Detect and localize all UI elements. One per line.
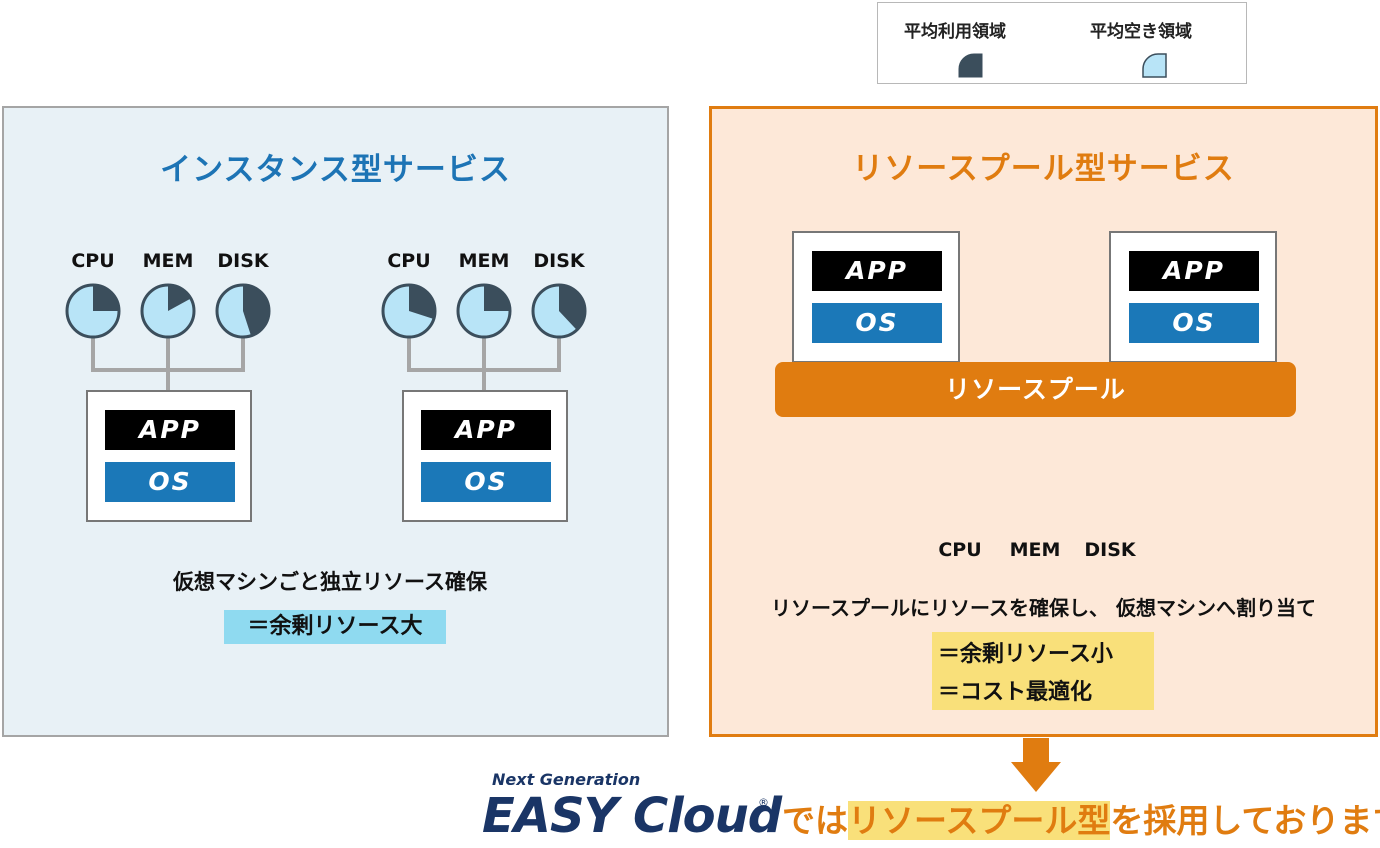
disk-usage-gauge bbox=[531, 283, 587, 339]
mem-usage-gauge bbox=[456, 283, 512, 339]
os-layer: OS bbox=[421, 462, 551, 502]
vm-box: APP OS bbox=[1109, 231, 1277, 363]
pool-result-box: ＝余剰リソース小 ＝コスト最適化 bbox=[932, 632, 1154, 710]
footer-message: ではリソースプール型を採用しております bbox=[782, 794, 1380, 842]
logo-next-generation: Next Generation bbox=[492, 770, 641, 789]
pool-result-1: ＝余剰リソース小 bbox=[938, 642, 1113, 667]
logo-registered-mark: ® bbox=[758, 796, 769, 809]
resource-label: CPU bbox=[71, 250, 115, 272]
resource-label: CPU bbox=[387, 250, 431, 272]
legend-used-label: 平均利用領域 bbox=[904, 22, 1006, 42]
instance-caption: 仮想マシンごと独立リソース確保 bbox=[173, 570, 487, 594]
resource-label: CPU bbox=[938, 539, 982, 561]
resource-pool-panel: リソースプール型サービス bbox=[709, 106, 1378, 737]
resource-pool-bar: リソースプール bbox=[775, 362, 1296, 417]
resource-pool-title: リソースプール型サービス bbox=[852, 151, 1235, 187]
logo-easy-cloud: EASY Cloud bbox=[482, 788, 782, 844]
os-layer: OS bbox=[812, 303, 942, 343]
app-layer: APP bbox=[421, 410, 551, 450]
pool-result-2: ＝コスト最適化 bbox=[938, 680, 1093, 705]
resource-label: MEM bbox=[142, 250, 194, 272]
app-layer: APP bbox=[1129, 251, 1259, 291]
footer-text-post: を採用しております bbox=[1110, 801, 1380, 840]
app-layer: APP bbox=[105, 410, 235, 450]
app-layer: APP bbox=[812, 251, 942, 291]
os-layer: OS bbox=[105, 462, 235, 502]
legend-used-swatch bbox=[958, 53, 983, 78]
resource-label: DISK bbox=[533, 250, 585, 272]
instance-type-title: インスタンス型サービス bbox=[160, 152, 511, 188]
cpu-usage-gauge bbox=[65, 283, 121, 339]
legend-free-swatch bbox=[1142, 53, 1167, 78]
mem-usage-gauge bbox=[140, 283, 196, 339]
footer-text-highlight: リソースプール型 bbox=[848, 801, 1111, 840]
pool-caption: リソースプールにリソースを確保し、 仮想マシンへ割り当て bbox=[771, 596, 1316, 620]
os-layer: OS bbox=[1129, 303, 1259, 343]
vm-box: APP OS bbox=[792, 231, 960, 363]
down-arrow-icon bbox=[1011, 738, 1061, 792]
instance-result: ＝余剰リソース大 bbox=[224, 610, 446, 644]
resource-label: MEM bbox=[1009, 539, 1061, 561]
resource-label: DISK bbox=[217, 250, 269, 272]
cpu-usage-gauge bbox=[381, 283, 437, 339]
legend-free-label: 平均空き領域 bbox=[1090, 22, 1192, 42]
footer-text-pre: では bbox=[782, 801, 848, 840]
resource-label: MEM bbox=[458, 250, 510, 272]
disk-usage-gauge bbox=[215, 283, 271, 339]
resource-label: DISK bbox=[1084, 539, 1136, 561]
legend: 平均利用領域 平均空き領域 bbox=[877, 2, 1247, 84]
vm-box: APP OS bbox=[86, 390, 252, 522]
vm-box: APP OS bbox=[402, 390, 568, 522]
